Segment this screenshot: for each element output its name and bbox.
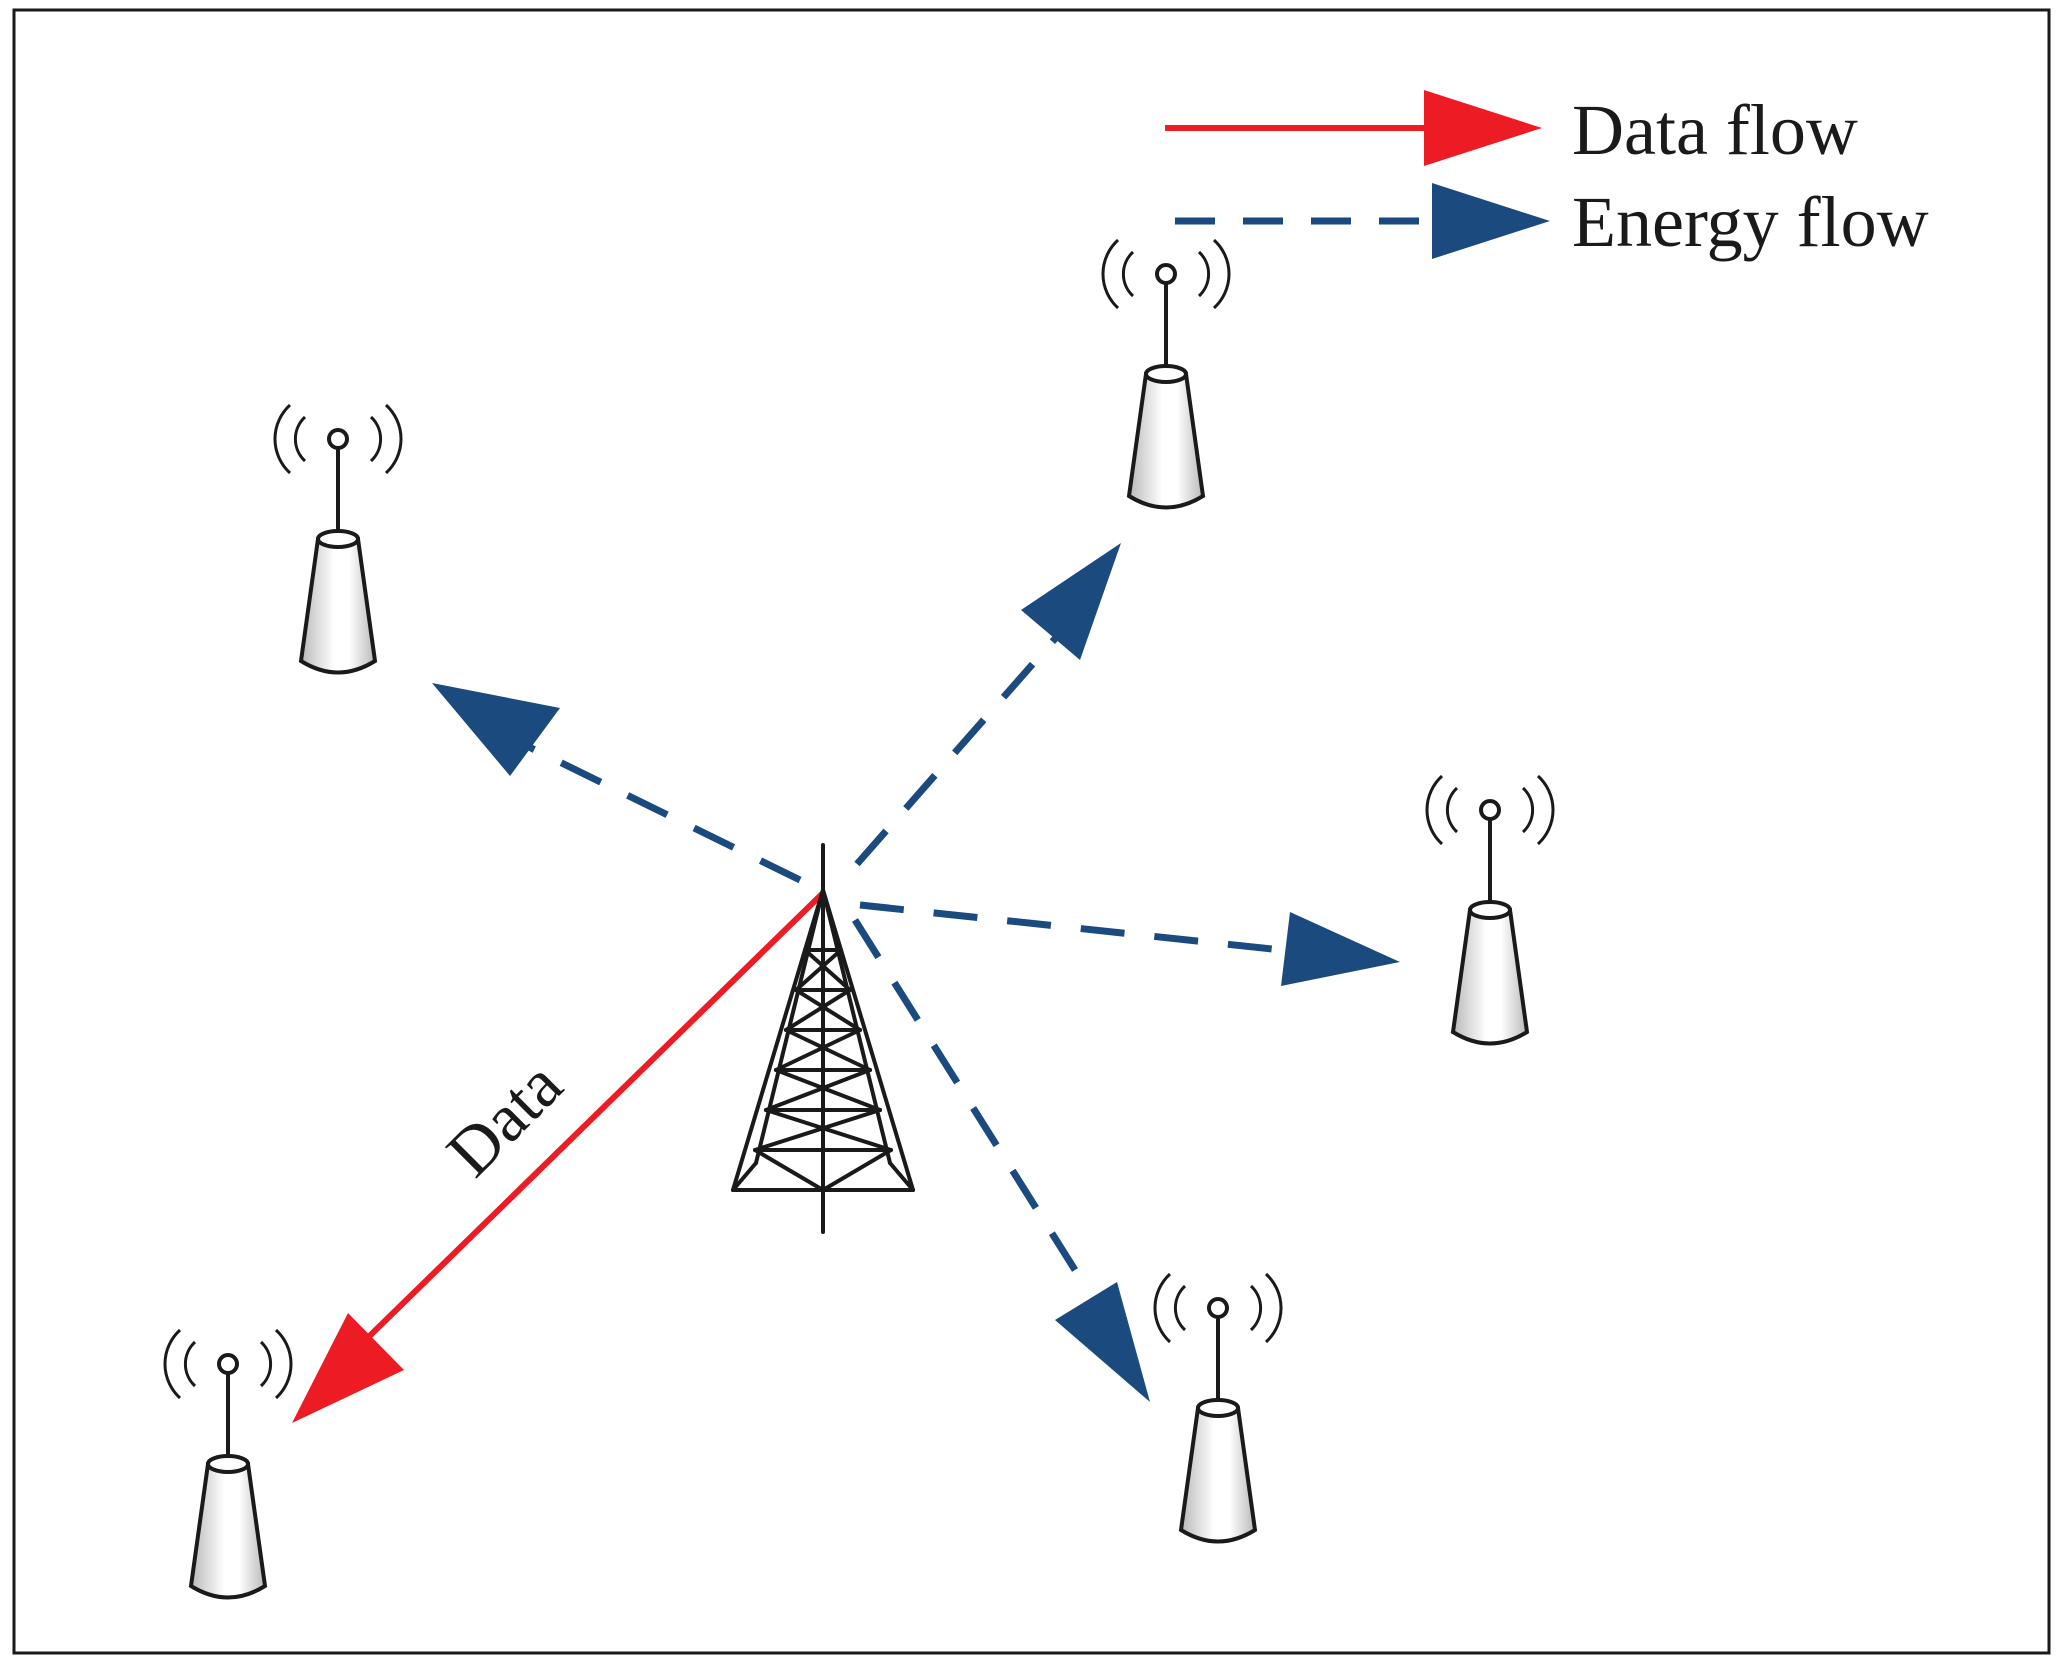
energy-arrowhead-top-left bbox=[432, 683, 560, 776]
energy-flows bbox=[432, 543, 1400, 1402]
energy-arrowhead-right bbox=[1281, 912, 1400, 986]
legend-data-flow-arrowhead bbox=[1424, 90, 1542, 166]
legend: Data flow Energy flow bbox=[1165, 90, 1929, 262]
energy-flow-to-top-right bbox=[854, 630, 1063, 867]
legend-energy-flow-label: Energy flow bbox=[1572, 182, 1929, 262]
data-flow-arrowhead bbox=[292, 1313, 404, 1423]
base-station-tower-icon bbox=[731, 843, 915, 1234]
energy-flow-to-top-left bbox=[523, 741, 802, 884]
energy-arrowhead-bottom-right bbox=[1055, 1282, 1150, 1402]
legend-data-flow-label: Data flow bbox=[1572, 90, 1858, 170]
data-flow-line bbox=[342, 890, 826, 1363]
legend-energy-flow-arrowhead bbox=[1432, 183, 1550, 259]
energy-arrowhead-top-right bbox=[1021, 543, 1121, 660]
